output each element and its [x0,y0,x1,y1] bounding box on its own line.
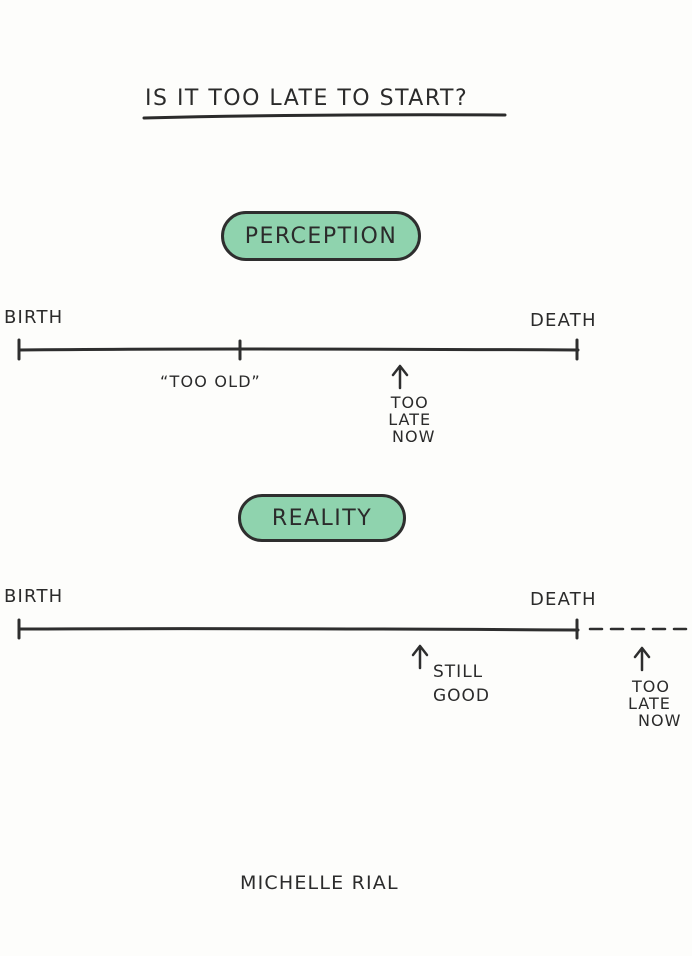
reality-too-late-arrow [633,646,651,672]
reality-death-label: DEATH [530,589,597,610]
reality-still-good-label: STILL GOOD [433,660,490,708]
title-underline [142,113,507,120]
reality-timeline-line [17,627,580,632]
reality-still-good-arrow [411,644,429,670]
perception-too-late-line-3: NOW [392,427,436,446]
reality-too-late-line-3: NOW [638,711,682,730]
perception-birth-label: BIRTH [4,307,64,328]
perception-heading-pill: PERCEPTION [221,211,421,261]
perception-timeline-line [17,347,580,352]
reality-too-late-label: TOO LATE NOW [628,678,681,729]
reality-too-late-line-2: LATE [628,694,671,713]
perception-too-late-arrow [391,364,409,390]
reality-still-good-line-1: STILL [433,662,484,682]
perception-too-late-line-2: LATE [388,410,432,429]
perception-too-late-label: TOO LATE NOW [384,394,435,445]
perception-heading: PERCEPTION [244,223,398,249]
reality-too-late-line-1: TOO [632,677,670,696]
perception-too-old-label: “TOO OLD” [160,372,261,391]
reality-still-good-line-2: GOOD [433,686,491,706]
perception-too-late-line-1: TOO [390,393,429,412]
reality-heading: REALITY [271,505,373,531]
reality-birth-label: BIRTH [4,586,64,607]
perception-death-label: DEATH [530,310,597,331]
page-title: IS IT TOO LATE TO START? [145,86,469,111]
author-signature: MICHELLE RIAL [240,872,399,894]
reality-heading-pill: REALITY [238,494,406,542]
